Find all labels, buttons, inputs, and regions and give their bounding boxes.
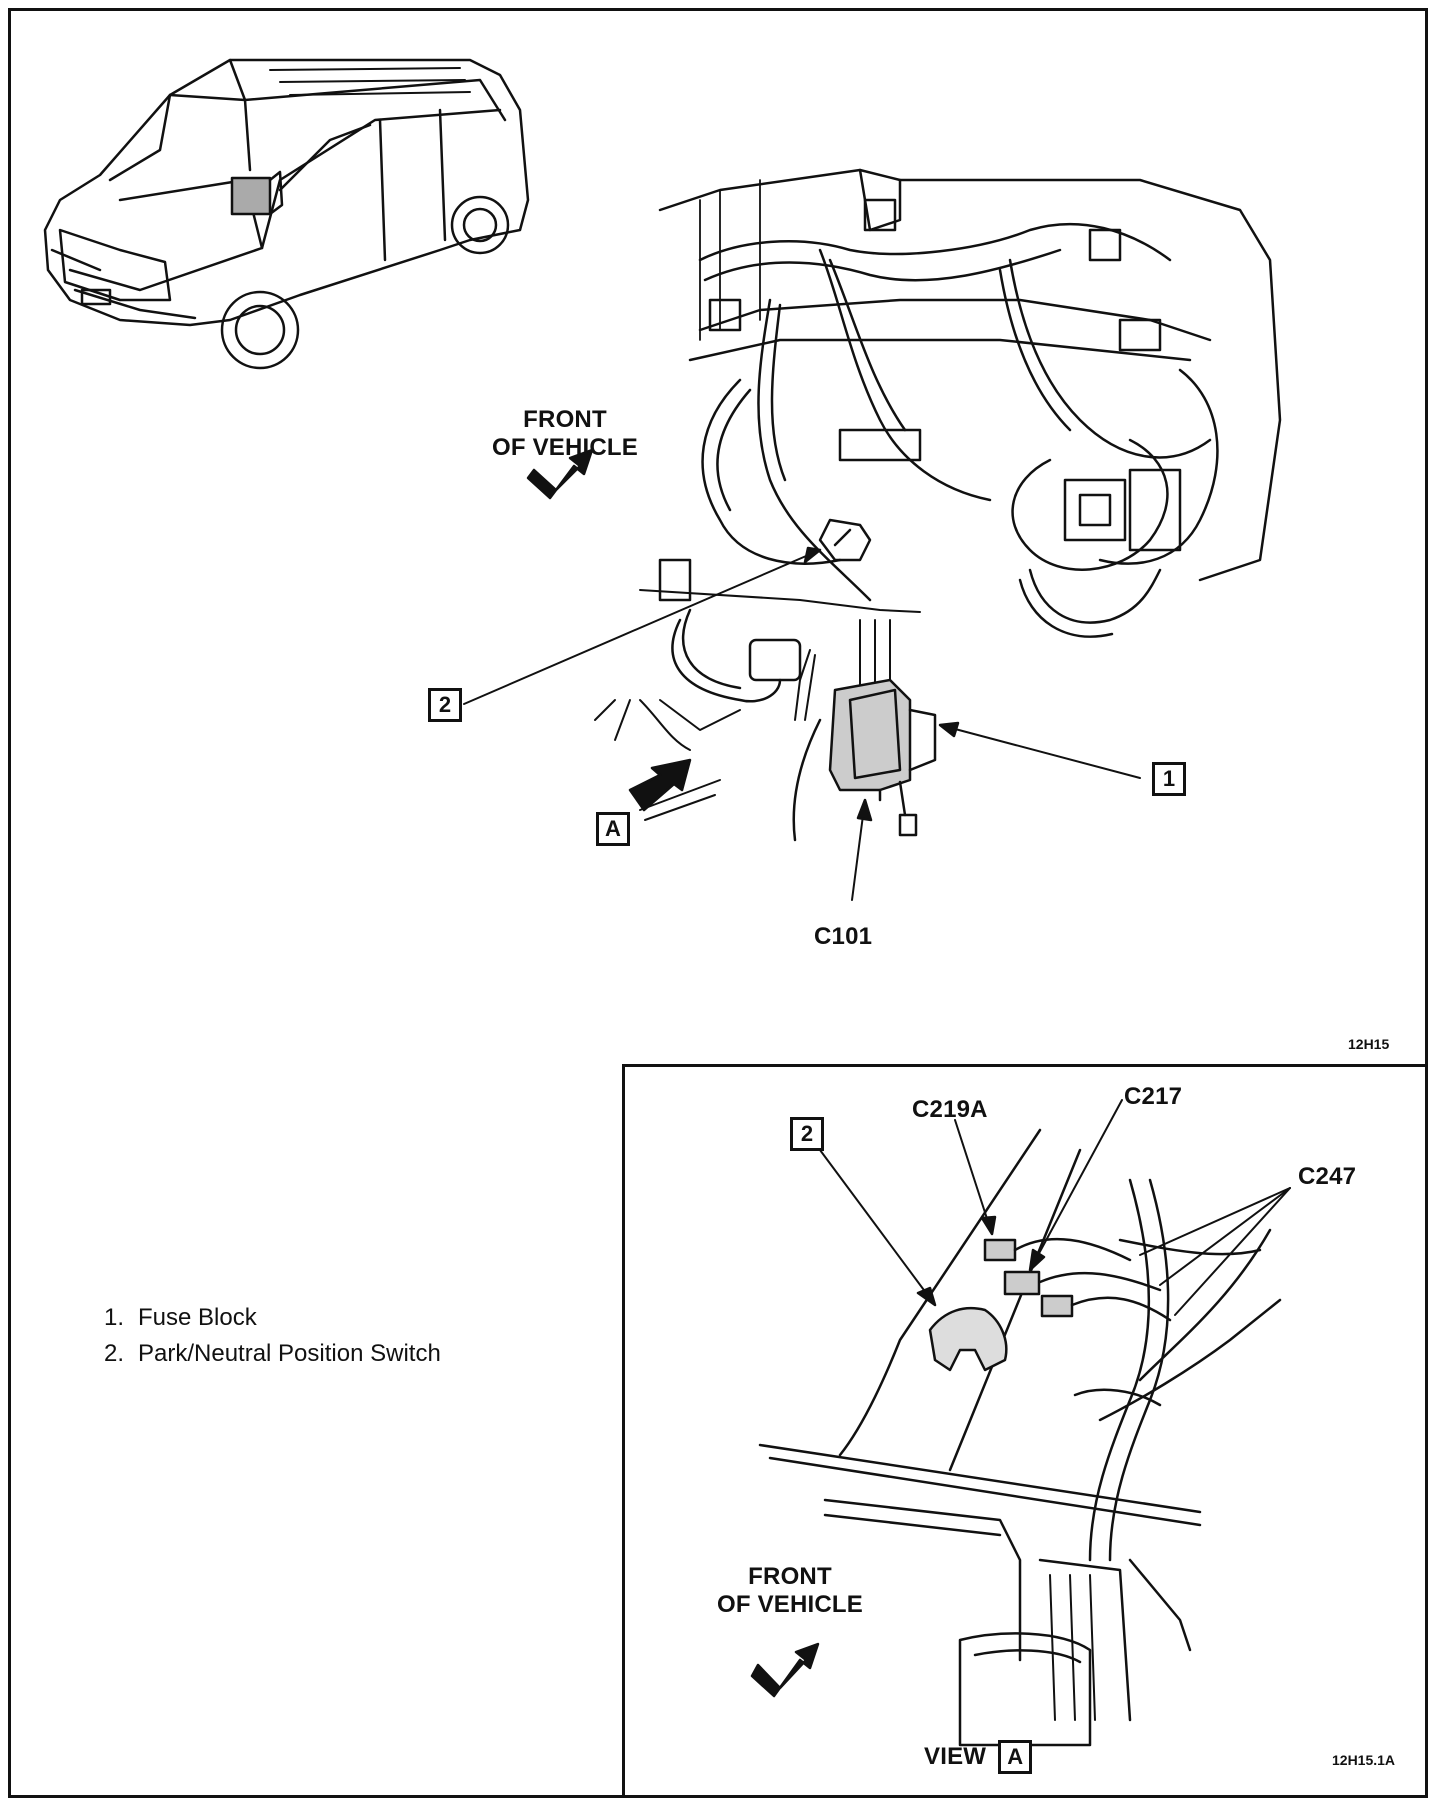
inset-front-label-line2: OF VEHICLE	[716, 1591, 863, 1618]
figure-id-inset: 12H15.1A	[1332, 1752, 1396, 1768]
inset-artwork	[750, 1099, 1291, 1747]
legend-item-number: 1.	[103, 1304, 124, 1331]
front-of-vehicle-label: FRONT OF VEHICLE	[480, 408, 650, 460]
inset-front-of-vehicle-label: FRONT OF VEHICLE	[705, 1565, 875, 1617]
connector-c101-label: C101	[814, 923, 873, 950]
view-label: VIEW	[924, 1743, 987, 1770]
legend-item-text: Fuse Block	[138, 1304, 257, 1331]
connector-c247-label: C247	[1298, 1163, 1357, 1190]
connector-c217-label: C217	[1124, 1083, 1183, 1110]
front-label-line2: OF VEHICLE	[491, 434, 638, 461]
callout-2-box: 2	[428, 688, 462, 722]
dashboard-harness-drawing	[594, 168, 1282, 842]
connector-c219a-label: C219A	[912, 1096, 988, 1123]
inset-front-label-line1: FRONT	[748, 1563, 832, 1590]
view-a-caption: VIEW A	[924, 1740, 1033, 1774]
van-illustration	[43, 58, 530, 370]
inset-view-frame	[622, 1064, 1428, 1798]
callout-a-box: A	[596, 812, 630, 846]
legend-item-number: 2.	[103, 1340, 124, 1367]
callout-1-box: 1	[1152, 762, 1186, 796]
figure-id-main: 12H15	[1348, 1036, 1390, 1052]
view-a-box: A	[998, 1740, 1033, 1774]
legend-item-text: Park/Neutral Position Switch	[138, 1340, 441, 1367]
legend-item: 2. Park/Neutral Position Switch	[100, 1336, 441, 1372]
legend-item: 1. Fuse Block	[100, 1300, 441, 1336]
front-label-line1: FRONT	[523, 406, 607, 433]
inset-callout-2-box: 2	[790, 1117, 824, 1151]
legend: 1. Fuse Block 2. Park/Neutral Position S…	[100, 1300, 441, 1372]
